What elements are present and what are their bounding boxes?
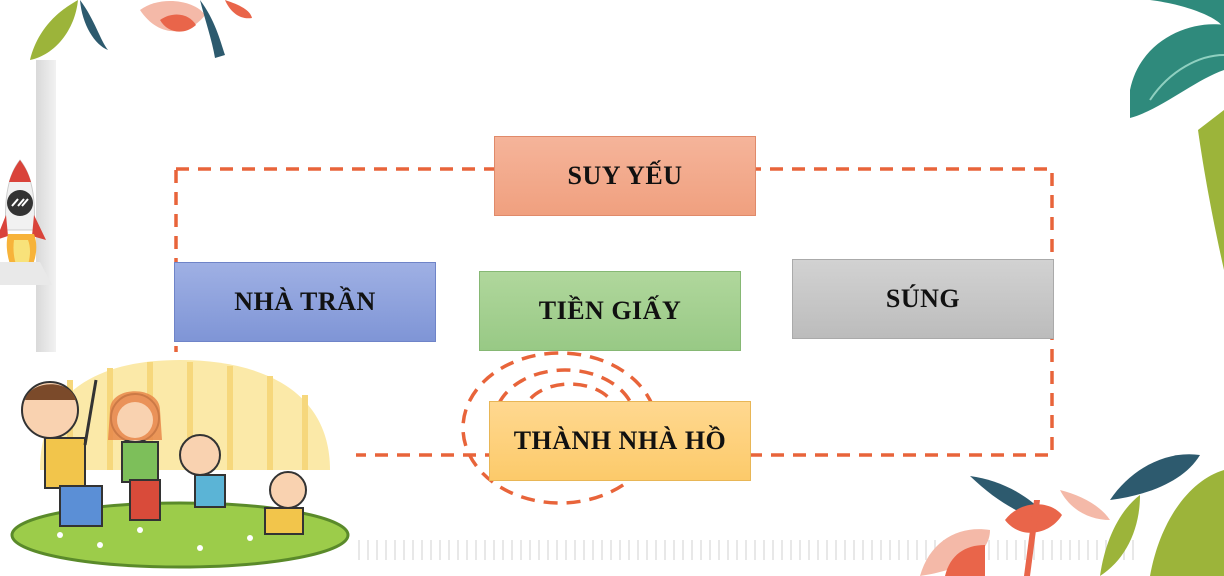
diagram-box-left: NHÀ TRẦN [174,262,436,342]
leaf-decoration-top-right [1130,0,1224,270]
diagram-box-top: SUY YẾU [494,136,756,216]
diagram-box-center: TIỀN GIẤY [479,271,741,351]
rocket-icon [0,159,52,285]
diagram-box-right: SÚNG [792,259,1054,339]
diagram-box-left-label: NHÀ TRẦN [234,287,376,316]
diagram-box-top-label: SUY YẾU [567,161,683,190]
diagram-box-center-label: TIỀN GIẤY [538,296,682,325]
leaf-decoration-top-left [30,0,252,60]
diagram-box-bottom: THÀNH NHÀ HỒ [489,401,751,481]
diagram-box-right-label: SÚNG [885,284,961,313]
children-playing-illustration [6,352,356,576]
flower-decoration-bottom-right [920,454,1224,576]
diagram-box-bottom-label: THÀNH NHÀ HỒ [513,426,727,455]
